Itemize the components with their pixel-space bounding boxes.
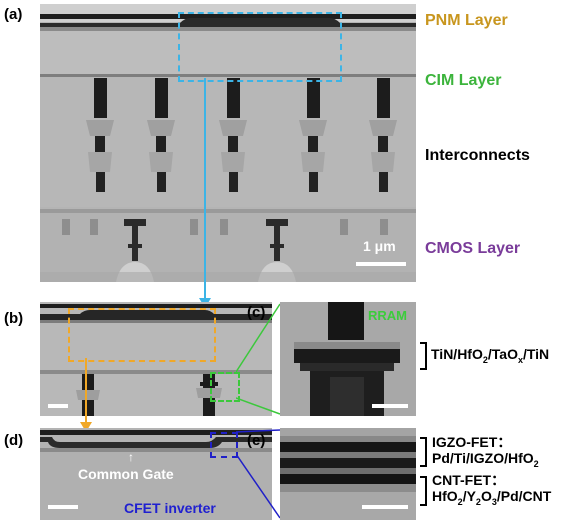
zoom-box-cyan <box>178 12 342 82</box>
scale-bar-c <box>372 404 408 408</box>
zoom-box-green <box>210 372 240 402</box>
sem-image-b-art <box>40 302 272 416</box>
label-cim-layer: CIM Layer <box>425 72 502 89</box>
sem-image-e-art <box>280 428 416 520</box>
rram-label: RRAM <box>368 308 407 323</box>
cnt-stack-part3: O <box>480 488 492 504</box>
igzo-title: IGZO-FET： <box>432 434 512 450</box>
cnt-stack: HfO2/Y2O3/Pd/CNT <box>432 488 551 507</box>
sem-image-a-art <box>40 4 416 282</box>
rram-stack-part1: TiN/HfO <box>431 346 483 362</box>
cnt-stack-sub1: 2 <box>457 496 463 507</box>
sem-image-c-art <box>280 302 416 416</box>
label-pnm-layer: PNM Layer <box>425 12 508 29</box>
zoom-lines-blue <box>236 429 281 519</box>
scale-bar-d <box>48 505 78 509</box>
scale-bar-b <box>48 404 68 408</box>
igzo-stack-sub: 2 <box>533 458 539 469</box>
cfet-inverter-label: CFET inverter <box>124 500 216 516</box>
common-gate-label: Common Gate <box>78 466 174 482</box>
panel-label-e: (e) <box>247 432 266 449</box>
label-cmos-layer: CMOS Layer <box>425 240 521 257</box>
cnt-stack-part2: /Y <box>462 488 476 504</box>
zoom-box-blue <box>210 432 238 458</box>
cnt-stack-sub3: 3 <box>491 496 497 507</box>
rram-stack-subx: x <box>517 354 523 365</box>
sem-image-c <box>280 302 416 416</box>
rram-stack-part2: /TaO <box>487 346 518 362</box>
igzo-stack: Pd/Ti/IGZO/HfO2 <box>432 450 539 469</box>
rram-stack-sub1: 2 <box>482 354 488 365</box>
sem-image-e <box>280 428 416 520</box>
bracket-cnt <box>420 476 427 506</box>
orange-arrow <box>80 358 92 432</box>
sem-image-d <box>40 428 272 520</box>
cnt-stack-part4: /Pd/CNT <box>496 488 552 504</box>
sem-image-b <box>40 302 272 416</box>
label-interconnects: Interconnects <box>425 147 530 164</box>
scale-label-a: 1 μm <box>363 238 396 254</box>
bracket-igzo <box>420 437 427 467</box>
sem-image-a <box>40 4 416 282</box>
panel-label-b: (b) <box>4 310 24 327</box>
cnt-stack-sub2: 2 <box>475 496 481 507</box>
igzo-stack-part1: Pd/Ti/IGZO/HfO <box>432 450 534 466</box>
rram-stack-part3: /TiN <box>522 346 550 362</box>
cnt-title: CNT-FET： <box>432 472 506 488</box>
panel-label-d: (d) <box>4 432 24 449</box>
panel-label-a: (a) <box>4 6 23 23</box>
bracket-rram-stack <box>420 342 427 370</box>
cyan-arrow <box>199 78 211 308</box>
scale-bar-a <box>356 262 406 266</box>
scale-bar-e <box>362 505 408 509</box>
zoom-box-orange <box>68 308 216 362</box>
sem-image-d-art <box>40 428 272 520</box>
zoom-lines-green <box>236 303 281 415</box>
cnt-stack-part1: HfO <box>432 488 458 504</box>
rram-stack-label: TiN/HfO2/TaOx/TiN <box>431 346 549 365</box>
common-gate-arrow: ↑ <box>128 450 134 464</box>
panel-label-c: (c) <box>247 304 266 321</box>
